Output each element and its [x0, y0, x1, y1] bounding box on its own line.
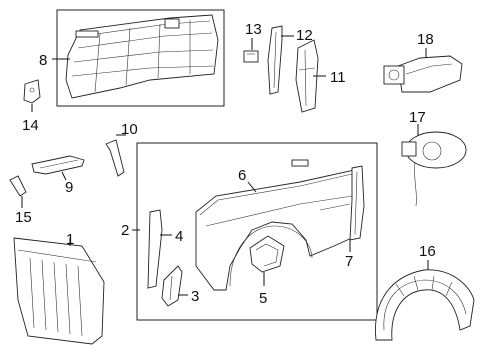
part-liner-5	[249, 235, 285, 273]
part-pillar-7	[349, 165, 365, 241]
part-bracket-10	[105, 139, 125, 177]
callout-6: 6	[238, 167, 246, 184]
callout-14: 14	[22, 117, 39, 134]
callout-15: 15	[15, 209, 32, 226]
part-fuel-door-18	[383, 55, 463, 93]
leader-9	[61, 171, 67, 181]
part-floor-pan	[65, 14, 219, 99]
callout-12: 12	[296, 27, 313, 44]
part-bracket-12	[267, 25, 283, 95]
part-box-side-6	[195, 159, 357, 291]
callout-2: 2	[121, 222, 129, 239]
callout-11: 11	[330, 69, 346, 86]
group-box-box-side	[136, 142, 378, 321]
callout-4: 4	[175, 228, 183, 245]
callout-3: 3	[191, 288, 199, 305]
part-panel-1	[13, 237, 105, 345]
callout-9: 9	[65, 179, 73, 196]
part-filler-housing-17	[401, 131, 467, 207]
part-bracket-14	[23, 79, 41, 104]
part-pillar-11	[295, 39, 319, 113]
callout-16: 16	[419, 243, 436, 260]
part-crossmember-9	[31, 155, 85, 175]
callout-13: 13	[245, 21, 262, 38]
part-clip-13	[243, 50, 259, 63]
part-wheelhouse-16	[375, 269, 475, 341]
part-bracket-3	[161, 265, 183, 307]
callout-1: 1	[66, 231, 74, 248]
group-box-floor-pan	[56, 9, 225, 107]
callout-5: 5	[259, 290, 267, 307]
part-bracket-15	[9, 175, 27, 197]
callout-18: 18	[417, 31, 434, 48]
callout-8: 8	[39, 52, 47, 69]
part-pillar-4	[147, 209, 163, 289]
leader-6	[247, 181, 257, 193]
callout-10: 10	[121, 121, 138, 138]
callout-17: 17	[409, 109, 426, 126]
callout-7: 7	[345, 253, 353, 270]
